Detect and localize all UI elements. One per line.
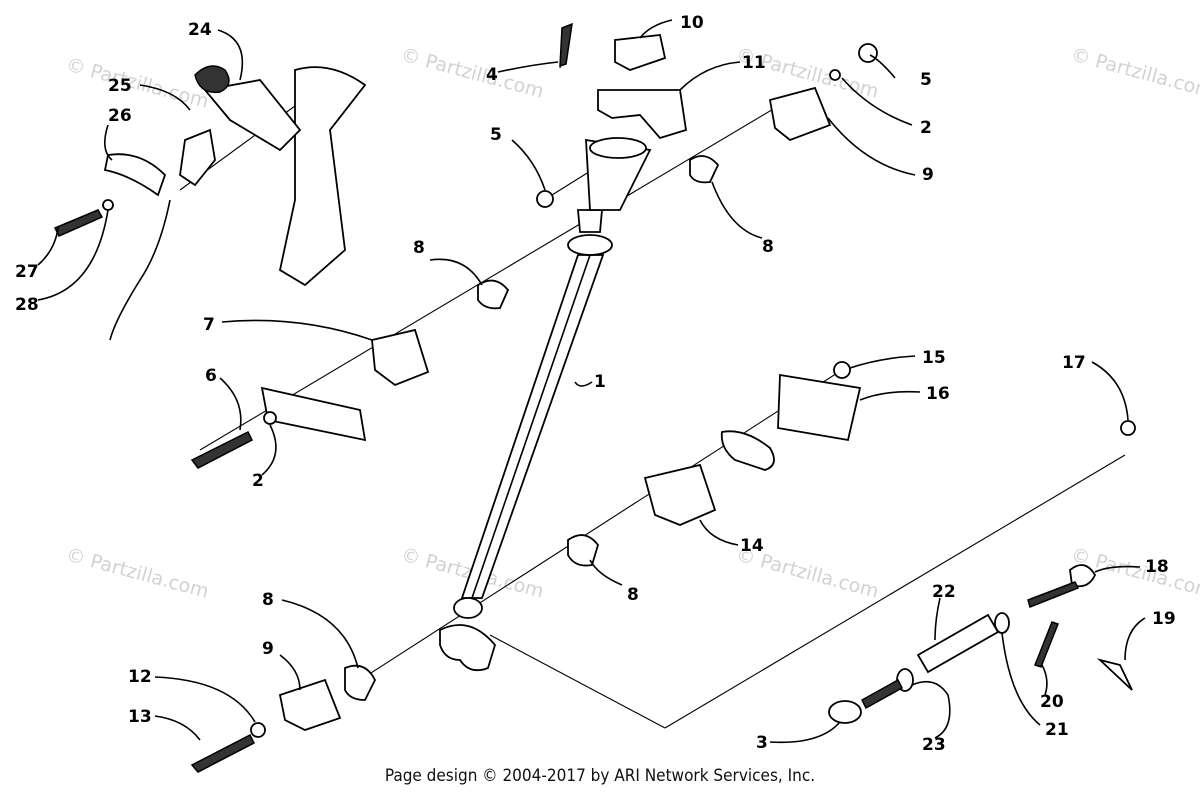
upper-clamp-group [190,86,832,469]
callout-label: 8 [262,590,274,610]
callout-label: 8 [413,238,425,258]
callout-label: 10 [680,13,704,33]
callout-label: 5 [920,70,932,90]
tie-rod-line-right [664,454,1126,729]
callout-label: 23 [922,735,946,755]
callout-label: 9 [262,639,274,659]
leader-lines [37,19,1146,744]
tie-rod-line-left [489,634,666,729]
callout-label: 18 [1145,557,1169,577]
handlebar-clamps-top [536,22,878,208]
callout-label: 11 [742,53,766,73]
washer-2-right [829,69,841,81]
callout-label: 19 [1152,609,1176,629]
callout-label: 8 [762,237,774,257]
watermark: © Partzilla.com [64,544,211,603]
callout-label: 8 [627,585,639,605]
callout-label: 13 [128,707,152,727]
watermark: © Partzilla.com [64,54,211,113]
callout-label: 22 [932,582,956,602]
callout-label: 24 [188,20,212,40]
tie-rod-group [828,420,1136,724]
callout-labels: 1 2 2 3 4 5 5 6 7 8 8 8 8 9 9 10 11 12 1… [15,13,1176,755]
lower-axis-line [359,367,846,681]
bushing-8-lower-right [567,534,599,567]
bolt-6 [190,430,254,469]
cotter-pin-19 [1096,658,1133,691]
bolt-13 [190,733,256,773]
callout-label: 16 [926,384,950,404]
bracket-24 [203,79,302,152]
callout-label: 2 [920,118,932,138]
bolt-4 [559,22,573,68]
clamp-9-lower [278,678,342,731]
callout-label: 3 [756,733,768,753]
footer-copyright: Page design © 2004-2017 by ARI Network S… [385,766,815,786]
washer-12 [250,722,266,738]
clamp-9-upper [768,86,832,142]
tie-rod-22 [916,613,1000,674]
screw-27 [53,209,104,237]
shaft-flange [567,234,613,256]
shaft-collar [577,209,603,233]
callout-label: 28 [15,295,39,315]
throttle-cable [109,199,171,341]
callout-label: 4 [486,65,498,85]
callout-label: 20 [1040,692,1064,712]
bushing-8-lower-left [344,664,377,701]
clamp-26 [103,153,167,197]
nut-5-right [858,43,878,63]
callout-label: 27 [15,262,39,282]
clamp-upper-10 [614,34,667,71]
nut-5-left [536,190,554,208]
callout-label: 9 [922,165,934,185]
callout-label: 7 [203,315,215,335]
clamp-base-11 [597,89,688,140]
nut-17 [1120,420,1136,436]
steering-column-ghost [278,66,367,287]
bolt-20 [1034,621,1059,668]
callout-label: 1 [594,372,606,392]
callout-label: 12 [128,667,152,687]
callout-label: 5 [490,125,502,145]
bushing-8-upper-right [689,155,720,184]
watermark-layer: © Partzilla.com © Partzilla.com © Partzi… [64,44,1200,603]
bushing-8-upper-left [477,279,510,310]
steering-arm [439,624,497,672]
callout-label: 15 [922,348,946,368]
rod-end-3 [828,700,862,724]
callout-label: 17 [1062,353,1086,373]
callout-label: 6 [205,366,217,386]
throttle-group [53,65,367,341]
watermark: © Partzilla.com [1069,44,1200,103]
mount-plate [260,386,367,442]
steering-post [439,137,652,672]
callout-label: 25 [108,76,132,96]
shaft-lower-collar [453,597,483,619]
callout-label: 26 [108,106,132,126]
callout-label: 14 [740,536,764,556]
washer-2-left [263,411,277,425]
throttle-body [179,128,216,187]
callout-label: 2 [252,471,264,491]
washer-28 [102,199,114,211]
clamp-14 [643,463,717,526]
plate-16 [777,373,862,442]
knob-25 [194,65,230,94]
nut-15 [833,361,851,379]
spacer-plate [720,430,775,471]
callout-label: 21 [1045,720,1069,740]
clamp-7 [371,328,430,387]
upper-axis-line [199,107,776,451]
watermark: © Partzilla.com [399,44,546,103]
